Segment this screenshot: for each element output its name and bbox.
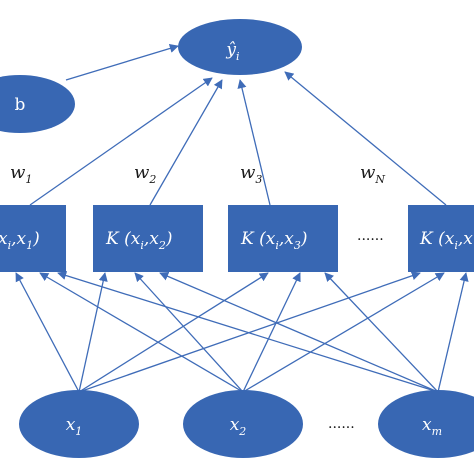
input-label-1: x1	[66, 415, 83, 438]
edge-kernel-2-output	[149, 79, 223, 206]
edge-bias-output	[65, 44, 179, 81]
input-ellipsis: ......	[328, 416, 355, 432]
input-node-2: x2	[183, 390, 303, 458]
edge-input-1-kernel-3	[78, 272, 269, 393]
edge-kernel-3-output	[237, 79, 271, 206]
kernel-label-2: K (xi,x2)	[105, 229, 173, 252]
edge-input-2-kernel-3	[242, 272, 301, 393]
edge-input-3-kernel-1	[57, 271, 439, 393]
output-label: ŷi	[225, 40, 239, 63]
input-kernel-edges	[15, 271, 469, 393]
kernel-node-2: K (xi,x2)	[93, 205, 203, 272]
input-node-1: x1	[19, 390, 139, 458]
input-label-2: x2	[230, 415, 247, 438]
edge-input-2-kernel-4	[242, 272, 445, 393]
weight-label-3: w3	[240, 162, 262, 186]
kernel-label-1: xi,x1)	[0, 229, 40, 252]
edge-input-3-kernel-2	[159, 272, 439, 393]
edge-kernel-1-output	[29, 77, 213, 206]
input-label-m: xm	[422, 415, 442, 438]
weight-label-2: w2	[134, 162, 156, 186]
kernel-node-n: K (xi,x	[408, 205, 474, 272]
kernel-label-n: K (xi,x	[419, 229, 473, 252]
edge-input-2-kernel-1	[39, 272, 244, 393]
edge-input-3-kernel-3	[324, 272, 439, 393]
kernel-output-edges	[29, 44, 447, 206]
edge-input-1-kernel-2	[78, 272, 108, 393]
output-node: ŷi	[178, 19, 302, 75]
weight-label-1: w1	[10, 162, 32, 186]
weight-label-n: wN	[360, 162, 385, 186]
input-node-m: xm	[378, 390, 474, 458]
bias-node: b	[0, 75, 75, 133]
edge-input-1-kernel-1	[15, 272, 80, 393]
kernel-node-1: xi,x1)	[0, 205, 66, 272]
kernel-node-3: K (xi,x3)	[228, 205, 338, 272]
kernel-ellipsis: ......	[357, 228, 384, 244]
kernel-label-3: K (xi,x3)	[240, 229, 308, 252]
bias-label: b	[15, 95, 26, 115]
edge-input-3-kernel-4	[437, 272, 469, 393]
edge-input-2-kernel-2	[134, 272, 244, 393]
edge-kernel-n-output	[284, 71, 447, 206]
